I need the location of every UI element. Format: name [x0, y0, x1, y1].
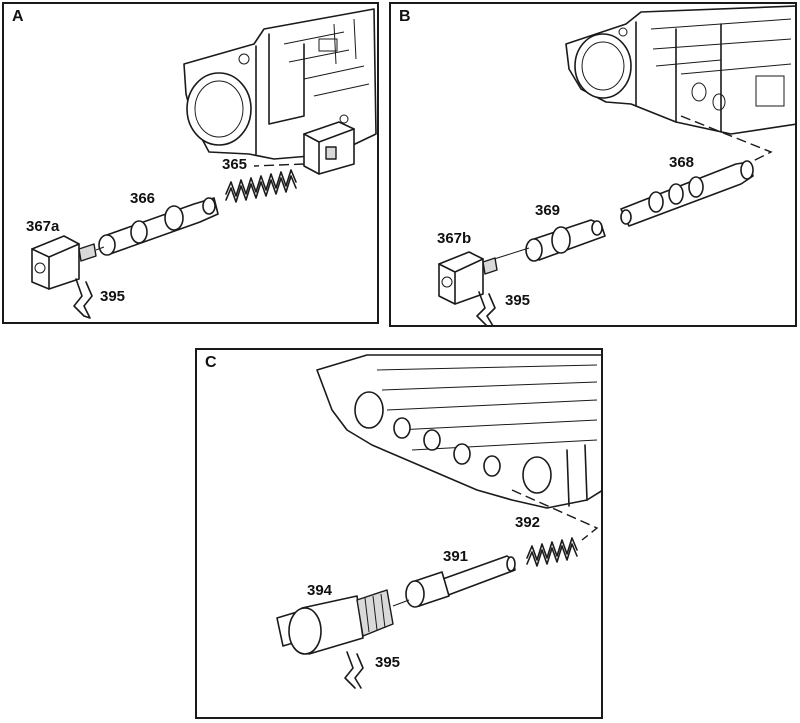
panel-a-illustration — [31, 8, 377, 319]
valve-body — [316, 354, 601, 509]
callout-368: 368 — [669, 154, 695, 171]
callout-367a: 367a — [26, 218, 60, 235]
installed-solenoid — [303, 121, 355, 175]
callout-392: 392 — [515, 514, 541, 531]
callout-395: 395 — [375, 654, 401, 671]
valve-body — [183, 8, 377, 160]
panel-b-illustration — [438, 5, 795, 325]
panel-a: A — [2, 2, 379, 324]
valve-369 — [525, 219, 606, 262]
panel-letter: C — [205, 354, 217, 371]
valve-body — [565, 5, 795, 135]
solenoid-367b — [438, 251, 498, 305]
panel-c-illustration — [276, 354, 601, 689]
callout-394: 394 — [307, 582, 333, 599]
callout-391: 391 — [443, 548, 469, 565]
callout-366: 366 — [130, 190, 156, 207]
solenoid-394 — [276, 589, 410, 655]
clip-395 — [476, 291, 496, 325]
valve-366 — [98, 197, 219, 256]
panel-c: C — [195, 348, 603, 719]
clip-395 — [344, 651, 364, 689]
panel-letter: A — [12, 8, 24, 25]
callout-395: 395 — [100, 288, 126, 305]
spring-365 — [225, 169, 297, 203]
clip-395 — [73, 278, 93, 319]
spring-392 — [526, 537, 578, 567]
callout-395: 395 — [505, 292, 531, 309]
valve-368 — [620, 160, 754, 227]
panel-b: B — [389, 2, 797, 327]
callout-365: 365 — [222, 156, 248, 173]
valve-391 — [405, 555, 516, 608]
panel-letter: B — [399, 8, 411, 25]
solenoid-367a — [31, 235, 105, 290]
callout-367b: 367b — [437, 230, 472, 247]
callout-369: 369 — [535, 202, 561, 219]
